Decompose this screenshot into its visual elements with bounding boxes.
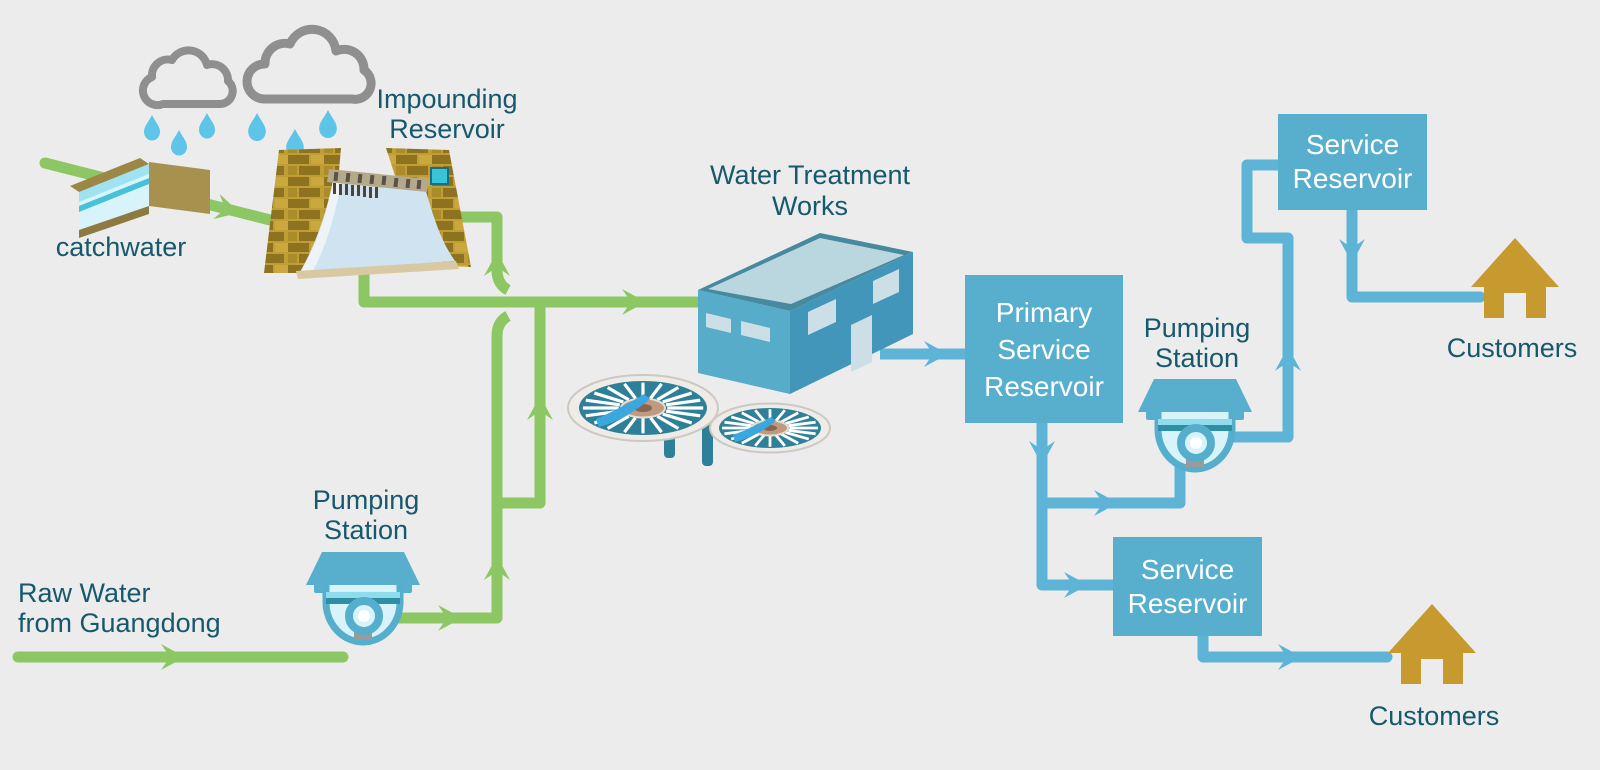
raindrop-icon (199, 113, 215, 139)
customers-upper-label: Customers (1446, 333, 1578, 363)
impounding-reservoir-label: Impounding Reservoir (376, 84, 518, 144)
pump-icon (306, 552, 420, 642)
raw-water-source-label: Raw Water from Guangdong (18, 578, 221, 638)
dam-icon (264, 148, 471, 279)
dam-outlet-pipe (358, 262, 700, 308)
reservoir-top-feed-pipe (452, 211, 511, 295)
pump2-to-sr1-pipe (1225, 159, 1294, 443)
building-window (741, 321, 770, 342)
water-treatment-works-label: Water Treatment Works (709, 160, 911, 221)
dam-gate-box (430, 167, 449, 185)
pumping-station-raw-label: Pumping Station (312, 485, 420, 545)
service-reservoir-upper-box: Service Reservoir (1278, 114, 1427, 210)
dam-spillway-edge (300, 180, 341, 272)
catchwater-channel-icon (70, 158, 210, 238)
pump-icon (1138, 379, 1252, 469)
rain-cloud-icon (242, 24, 376, 104)
building-window (706, 313, 731, 333)
raindrop-icon (319, 110, 337, 139)
sr2-to-customers-pipe (1197, 628, 1393, 663)
building-roof-top (708, 238, 904, 304)
building-left-face (698, 290, 790, 394)
clarifier-tanks (567, 374, 831, 466)
psr-to-sr2-pipe (1036, 423, 1113, 591)
dam-spillway-water (300, 180, 455, 272)
clarifier-tank-icon (709, 402, 831, 454)
rain-clouds (138, 24, 376, 158)
dam-gate-teeth (333, 183, 378, 198)
raindrop-icon (144, 115, 160, 141)
building-door (851, 315, 872, 372)
treated-water-pipe-network (880, 159, 1486, 663)
catchwater-label: catchwater (55, 232, 187, 262)
dam-spillway-base (296, 261, 459, 279)
raindrop-icon (248, 113, 266, 142)
treatment-plant-building-icon (698, 233, 913, 394)
house-icon (1471, 238, 1559, 318)
treatment-branch-pipe (497, 302, 546, 509)
building-window (873, 269, 899, 304)
service-reservoir-lower-box: Service Reservoir (1113, 537, 1262, 636)
rain-cloud-icon (138, 46, 237, 110)
psr-to-pump2-pipe (1042, 466, 1186, 509)
building-window (808, 299, 836, 335)
dam-crest (327, 169, 429, 192)
pumping-station-treated-label: Pumping Station (1143, 313, 1251, 373)
customers-lower-label: Customers (1368, 701, 1500, 731)
raindrop-icon (171, 130, 187, 156)
sr1-to-customers-pipe (1346, 202, 1486, 303)
clarifier-tank-icon (567, 374, 719, 442)
house-icon (1388, 604, 1476, 684)
pump-riser-pipe (380, 311, 511, 624)
primary-service-reservoir-box: Primary Service Reservoir (965, 275, 1123, 423)
